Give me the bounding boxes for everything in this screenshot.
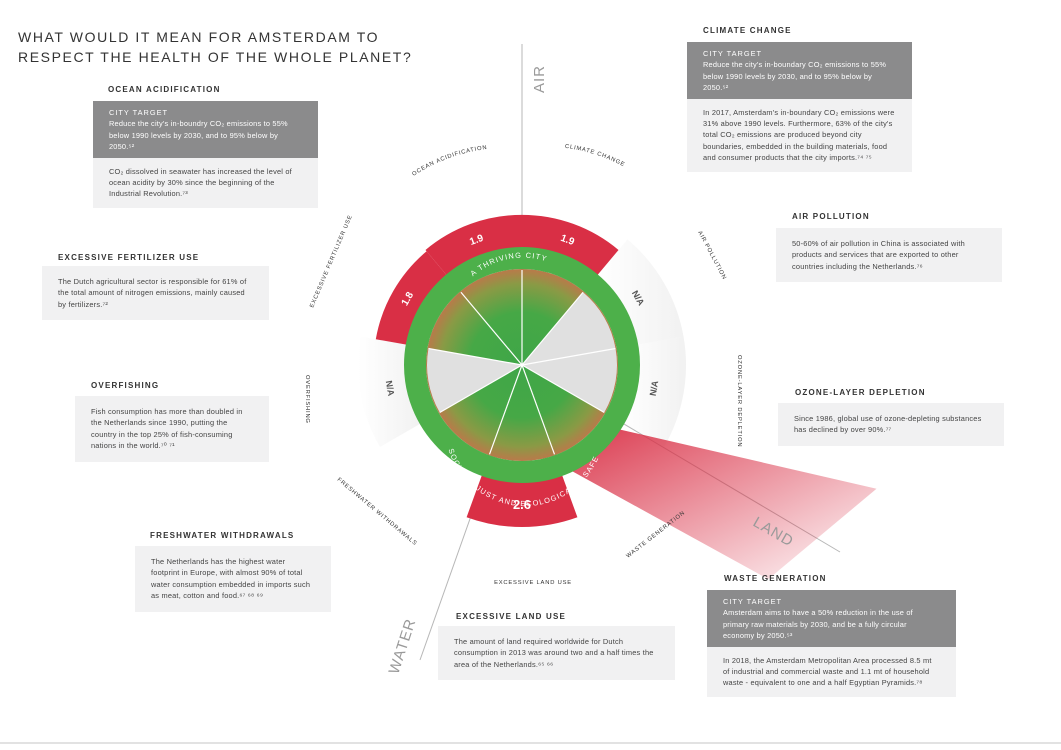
sector-air: AIR	[531, 65, 548, 93]
land-use-box: The amount of land required worldwide fo…	[438, 626, 675, 681]
page-title: WHAT WOULD IT MEAN FOR AMSTERDAM TO RESP…	[18, 29, 413, 65]
overfishing-body-text: Fish consumption has more than doubled i…	[91, 407, 243, 451]
value-ocean: 1.9	[468, 233, 485, 248]
air-pollution-box: 50-60% of air pollution in China is asso…	[776, 228, 1002, 283]
value-ozone: N/A	[648, 379, 661, 396]
land-use-body-text: The amount of land required worldwide fo…	[454, 637, 654, 669]
land-use-title: EXCESSIVE LAND USE	[456, 612, 567, 621]
waste-city-target: CITY TARGET Amsterdam aims to have a 50%…	[707, 590, 956, 647]
overfishing-box: Fish consumption has more than doubled i…	[75, 396, 269, 462]
label-ozone-depletion: OZONE-LAYER DEPLETION	[736, 355, 742, 447]
sector-water: WATER	[386, 616, 420, 676]
ocean-city-target: CITY TARGET Reduce the city's in-boundry…	[93, 101, 318, 158]
label-excessive-land-use: EXCESSIVE LAND USE	[494, 580, 572, 586]
wedge-divider	[460, 291, 523, 366]
wedge-divider	[439, 364, 523, 414]
wedge-divider	[521, 364, 605, 414]
air-pollution-title: AIR POLLUTION	[792, 212, 870, 221]
label-ocean-acidification: OCEAN ACIDIFICATION	[411, 145, 487, 178]
value-land: 2.6	[513, 497, 531, 512]
wedge-divider	[521, 364, 556, 455]
label-climate-change: CLIMATE CHANGE	[565, 144, 626, 169]
green-ring	[404, 247, 640, 483]
fertilizer-title: EXCESSIVE FERTILIZER USE	[58, 253, 200, 262]
overshoot-fertilizer	[375, 251, 448, 345]
climate-change-title: CLIMATE CHANGE	[703, 26, 792, 35]
waste-streak	[568, 428, 877, 580]
overshoot-climate	[522, 214, 619, 277]
core-wedge-na-ozone	[522, 348, 617, 413]
na-band-air	[596, 239, 684, 345]
value-climate: 1.9	[559, 233, 576, 248]
label-freshwater-withdrawals: FRESHWATER WITHDRAWALS	[336, 477, 418, 547]
core-wedge-na-air	[522, 292, 616, 365]
ocean-target-label: CITY TARGET	[109, 108, 169, 117]
ozone-title: OZONE-LAYER DEPLETION	[795, 388, 926, 397]
core-wedge-na-fishing	[427, 348, 522, 413]
freshwater-box: The Netherlands has the highest water fo…	[135, 546, 331, 612]
label-waste-generation: WASTE GENERATION	[626, 510, 687, 559]
freshwater-body-text: The Netherlands has the highest water fo…	[151, 557, 311, 601]
label-overfishing: OVERFISHING	[304, 375, 310, 424]
wedge-divider	[488, 364, 523, 455]
overshoot-land	[466, 474, 578, 528]
ozone-box: Since 1986, global use of ozone-depletin…	[778, 403, 1004, 446]
waste-generation-title: WASTE GENERATION	[724, 574, 827, 583]
climate-target-text: Reduce the city's in-boundary CO₂ emissi…	[703, 60, 887, 93]
air-pollution-body-text: 50-60% of air pollution in China is asso…	[792, 239, 965, 271]
freshwater-title: FRESHWATER WITHDRAWALS	[150, 531, 295, 540]
ozone-body-text: Since 1986, global use of ozone-depletin…	[794, 414, 982, 435]
ocean-target-text: Reduce the city's in-boundry CO₂ emissio…	[109, 119, 288, 152]
label-air-pollution: AIR POLLUTION	[696, 230, 727, 281]
ocean-body-text: CO₂ dissolved in seawater has increased …	[109, 166, 292, 199]
waste-generation-box: CITY TARGET Amsterdam aims to have a 50%…	[707, 590, 956, 697]
ocean-acidification-title: OCEAN ACIDIFICATION	[108, 85, 221, 94]
climate-change-box: CITY TARGET Reduce the city's in-boundar…	[687, 42, 912, 172]
overfishing-title: OVERFISHING	[91, 381, 160, 390]
overshoot-ocean	[425, 214, 522, 277]
waste-target-label: CITY TARGET	[723, 597, 783, 606]
wedge-divider	[428, 347, 523, 366]
wedge-divider	[521, 291, 584, 366]
fertilizer-body-text: The Dutch agricultural sector is respons…	[58, 277, 247, 309]
bottom-rule	[0, 742, 1061, 744]
fertilizer-box: The Dutch agricultural sector is respons…	[42, 266, 269, 321]
wedge-divider	[521, 347, 616, 366]
waste-body-text: In 2018, the Amsterdam Metropolitan Area…	[723, 655, 932, 688]
climate-body-text: In 2017, Amsterdam's in-boundary CO₂ emi…	[703, 107, 895, 163]
wedge-layer	[426, 269, 618, 461]
label-excessive-fertilizer-use: EXCESSIVE FERTILIZER USE	[309, 214, 354, 309]
ocean-acidification-box: CITY TARGET Reduce the city's in-boundry…	[93, 101, 318, 208]
climate-city-target: CITY TARGET Reduce the city's in-boundar…	[687, 42, 912, 99]
value-fishing: N/A	[384, 380, 397, 397]
waste-target-text: Amsterdam aims to have a 50% reduction i…	[723, 608, 913, 641]
climate-target-label: CITY TARGET	[703, 49, 763, 58]
